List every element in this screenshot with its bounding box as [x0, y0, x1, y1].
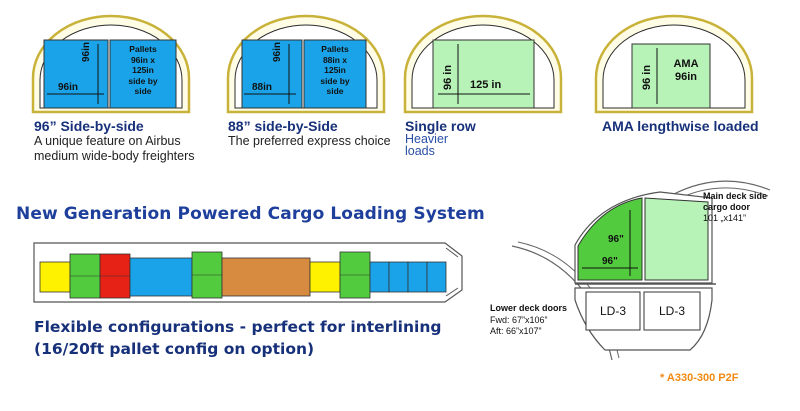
door-dimension-line: Aft: 66”x107” — [490, 326, 542, 336]
width-label: 96in — [58, 82, 79, 93]
height-label: 96 in — [641, 64, 653, 90]
pallet-single — [432, 39, 535, 109]
width-label: 125 in — [470, 79, 502, 91]
subtitle-line: medium wide-body freighters — [34, 149, 195, 163]
subtitle-line: loads — [405, 144, 435, 158]
main-deck-pallet-right — [644, 197, 709, 281]
lower-deck-doors-title: Lower deck doors — [490, 303, 568, 313]
width-label: 88in — [252, 82, 273, 93]
door-line: Main deck side — [703, 191, 768, 201]
ama-line: 96in — [674, 71, 697, 83]
ld3-label-right: LD-3 — [658, 304, 685, 318]
fuselage-plan-view — [33, 242, 463, 303]
config-title: Single row — [405, 118, 476, 134]
config-title: 88” side-by-Side — [228, 118, 338, 134]
width-label: 96" — [602, 256, 618, 267]
config-96-side-by-side-diagram — [31, 14, 191, 114]
config-single-row-diagram — [403, 14, 563, 114]
pallet-left — [43, 39, 109, 109]
config-ama-lengthwise-diagram — [594, 14, 754, 114]
height-label: 96in — [272, 41, 283, 62]
pallet-line: side — [326, 86, 344, 96]
ama-container — [631, 43, 711, 109]
main-deck-door-label: Main deck side cargo door 101 „x141” — [703, 191, 767, 224]
pallet-line: 125in — [324, 65, 346, 75]
door-line: 101 „x141” — [703, 213, 747, 223]
position-blue — [129, 257, 193, 297]
pallet-line: 125in — [132, 65, 154, 75]
pallet-line: 96in x — [130, 54, 156, 65]
pallet-line: side by — [320, 75, 350, 86]
config-88-side-by-side-diagram — [226, 14, 386, 114]
config-title: 96” Side-by-side — [34, 118, 144, 134]
pallet-line: 88in x — [322, 54, 348, 65]
ld3-container-right — [643, 291, 701, 331]
pallet-line: Pallets — [129, 44, 157, 54]
pallet-left — [241, 39, 303, 109]
position-blue-small — [369, 261, 390, 293]
door-dimension-line: Fwd: 67”x106” — [490, 315, 548, 325]
door-line: cargo door — [703, 202, 751, 212]
nose-line — [445, 247, 459, 258]
headline: New Generation Powered Cargo Loading Sys… — [16, 204, 485, 224]
aircraft-footnote: * A330-300 P2F — [660, 372, 739, 384]
height-label: 96 in — [442, 64, 454, 90]
position-blue-small — [388, 261, 409, 293]
config-title: AMA lengthwise loaded — [602, 118, 759, 134]
position-orange — [221, 257, 311, 297]
pallet-line: Pallets — [321, 44, 349, 54]
main-deck-pallet-left — [577, 197, 643, 281]
subtitle-line: Heavier — [405, 132, 449, 146]
position-yellow — [39, 261, 71, 293]
ama-label: AMA 96in — [664, 58, 708, 84]
subtitle-line: A unique feature on Airbus — [34, 134, 181, 148]
pallet-description: Pallets 96in x 125in side by side — [114, 44, 172, 97]
position-yellow — [309, 261, 341, 293]
nose-line — [445, 287, 459, 297]
pallet-line: side by — [128, 75, 158, 86]
position-blue-small — [426, 261, 447, 293]
flex-line: (16/20ft pallet config on option) — [34, 340, 315, 358]
pallet-right — [303, 39, 367, 109]
pallet-line: side — [134, 86, 152, 96]
config-subtitle: The preferred express choice — [228, 134, 391, 148]
pallet-right — [109, 39, 177, 109]
pallet-description: Pallets 88in x 125in side by side — [306, 44, 364, 97]
ld3-container-left — [585, 291, 641, 331]
height-label: 96in — [81, 41, 92, 62]
position-blue-small — [407, 261, 428, 293]
ld3-label-left: LD-3 — [599, 304, 626, 318]
config-subtitle: Heavier loads — [405, 132, 449, 158]
height-label: 96" — [608, 234, 624, 245]
lower-deck-doors-dimensions: Fwd: 67”x106” Aft: 66”x107” — [490, 315, 548, 337]
flexible-configurations-text: Flexible configurations - perfect for in… — [34, 316, 441, 360]
ama-line: AMA — [673, 58, 699, 70]
config-subtitle: A unique feature on Airbus medium wide-b… — [34, 134, 195, 164]
side-door-arc — [671, 180, 771, 196]
flex-line: Flexible configurations - perfect for in… — [34, 318, 442, 336]
a330-cross-section — [511, 180, 771, 361]
